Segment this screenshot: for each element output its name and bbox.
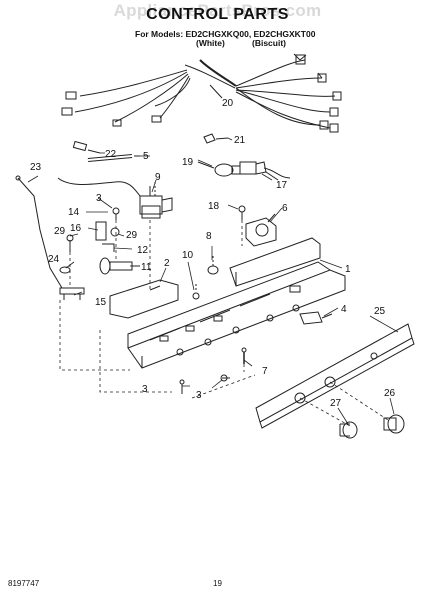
callout-5: 5: [143, 151, 149, 162]
callout-27: 27: [330, 398, 342, 409]
wire-harness: [61, 53, 342, 133]
callout-20: 20: [222, 98, 234, 109]
callout-16: 16: [70, 223, 82, 234]
part-1-housing: [127, 237, 346, 369]
callout-3-top: 3: [96, 193, 102, 204]
part-4-clip: [299, 311, 333, 325]
part-29-washer: [110, 227, 120, 237]
callout-26: 26: [384, 388, 396, 399]
part-6-switch: [245, 213, 277, 247]
part-27-knob: [339, 421, 358, 439]
callout-23: 23: [30, 162, 42, 173]
callout-22: 22: [105, 149, 117, 160]
callout-7: 7: [262, 366, 268, 377]
page-title: CONTROL PARTS: [146, 6, 289, 23]
callout-10: 10: [182, 250, 194, 261]
part-21-clip: [203, 133, 229, 144]
part-25-faceplate: [255, 323, 415, 429]
part-29-screw-left: [66, 234, 74, 252]
models-line: For Models: ED2CHGXKQ00, ED2CHGXKT00: [135, 29, 316, 39]
callout-12: 12: [137, 245, 149, 256]
callout-8: 8: [206, 231, 212, 242]
page-number: 19: [213, 579, 222, 588]
callout-1: 1: [345, 264, 351, 275]
callout-29-right: 29: [126, 230, 138, 241]
leader-lines: [27, 137, 399, 425]
part-19-bulb: [197, 161, 241, 177]
part-22-clip: [72, 140, 101, 154]
part-3-screw-lower-right: [220, 374, 230, 382]
variant-white: (White): [196, 38, 225, 48]
callout-14: 14: [68, 207, 80, 218]
callout-2: 2: [164, 258, 170, 269]
part-9-thermostat: [57, 177, 173, 219]
callout-9: 9: [155, 172, 161, 183]
alignment-lines: [59, 220, 389, 427]
part-3-screw-lower-left: [179, 379, 185, 394]
callout-labels: 1 2 3 3 3 4 5 6 7 8 9 10 11 12 14 15 16 …: [30, 98, 396, 409]
leader-20: [209, 84, 223, 99]
part-8-grommet: [207, 256, 219, 275]
part-23-rod: [15, 175, 63, 289]
callout-19: 19: [182, 157, 194, 168]
callout-3-lower-left: 3: [142, 384, 148, 395]
part-16-bracket: [95, 221, 107, 241]
callout-11: 11: [141, 262, 152, 273]
part-7-screw: [241, 347, 247, 364]
callout-29-left: 29: [54, 226, 66, 237]
part-17-socket: [239, 161, 291, 181]
part-12-clip: [102, 243, 115, 252]
part-2-bracket: [109, 279, 179, 319]
part-5-sleeve: [87, 154, 140, 162]
callout-4: 4: [341, 304, 347, 315]
part-10-screw: [192, 283, 200, 300]
doc-number: 8197747: [8, 579, 40, 588]
watermark: AppliancePartsPros.com: [113, 1, 322, 20]
callout-6: 6: [282, 203, 288, 214]
callout-24: 24: [48, 254, 60, 265]
callout-18: 18: [208, 201, 220, 212]
variant-biscuit: (Biscuit): [252, 38, 286, 48]
part-24-washer: [59, 266, 71, 274]
callout-15: 15: [95, 297, 107, 308]
callout-17: 17: [276, 180, 288, 191]
callout-25: 25: [374, 306, 386, 317]
callout-3-lower-right: 3: [196, 390, 202, 401]
part-14-screw: [112, 207, 120, 220]
callout-21: 21: [234, 135, 246, 146]
part-18-screw: [238, 205, 246, 220]
part-26-knob: [383, 414, 405, 434]
part-15-bracket: [59, 287, 85, 300]
